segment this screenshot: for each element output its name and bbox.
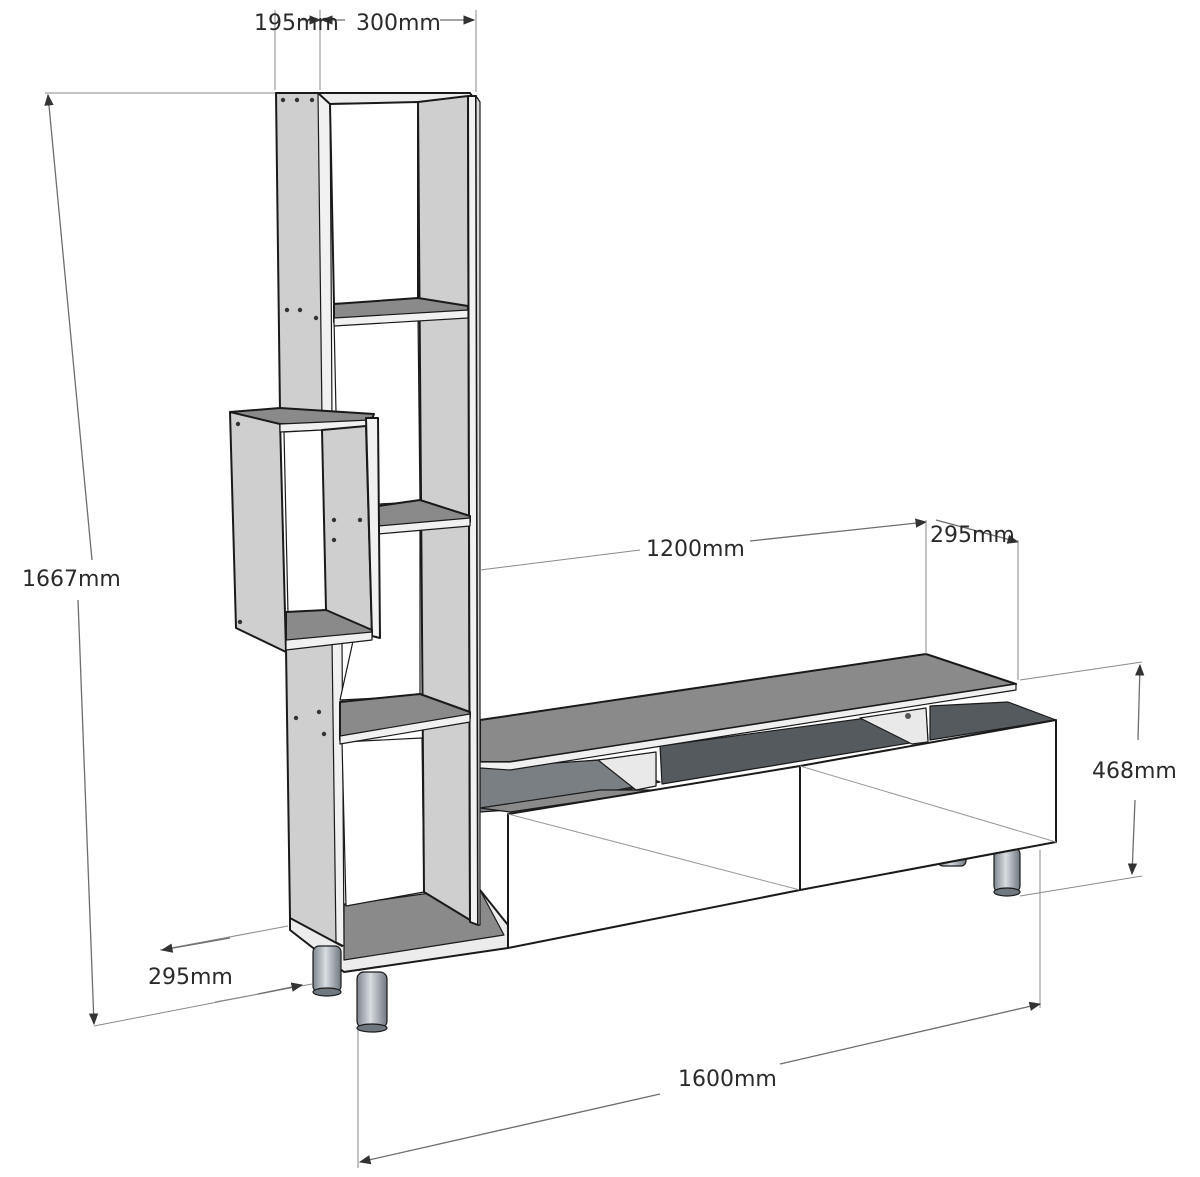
tv-unit-leg-back-right [993,847,1021,893]
dim-unit-length: 1200mm [646,537,745,562]
side-cube [229,407,381,653]
tv-unit-divider-left [597,751,657,791]
bookcase-right-outer [475,95,481,926]
dim-total-height: 1667mm [22,567,121,592]
dim-side-panel-width: 195mm [254,11,339,36]
dim-unit-depth: 295mm [930,523,1015,548]
bookcase-opening-4 [341,737,425,907]
tv-unit [479,653,1057,949]
dim-unit-height: 468mm [1092,759,1177,784]
dim-shelf-depth: 295mm [148,965,233,990]
side-cube-left-face [229,411,287,653]
side-cube-right-edge [365,417,381,639]
dimension-labels: 195mm 300mm 1667mm 1200mm 295mm 468mm 29… [22,11,1177,1092]
dim-shelf-width: 300mm [356,11,441,36]
dim-overall-length: 1600mm [678,1067,777,1092]
side-cube-opening [283,429,327,615]
bookcase [275,92,509,1033]
dimension-lines [44,10,1145,1168]
bookcase-opening-top [329,101,419,305]
bookcase-leg-front-right [356,971,388,1029]
bookcase-leg-front-left [312,945,342,993]
bookcase-screws [280,97,327,737]
side-cube-right-inner [321,425,373,637]
